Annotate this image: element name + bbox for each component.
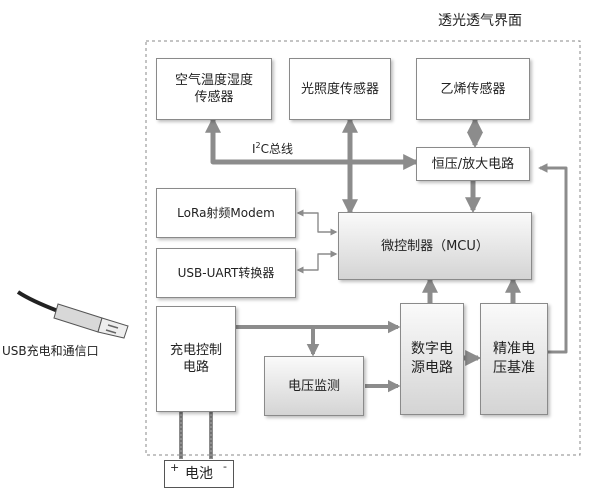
voltage-monitor-box: 电压监测: [264, 356, 364, 416]
i2c-text: C总线: [260, 142, 294, 156]
usb-uart-label: USB-UART转换器: [177, 265, 275, 280]
i2c-bus-label: I2C总线: [252, 140, 293, 157]
amplifier-label: 恒压/放大电路: [431, 156, 515, 172]
precision-ref-line1: 精准电: [493, 341, 535, 357]
digital-power-line1: 数字电: [411, 341, 453, 357]
ethylene-sensor-label: 乙烯传感器: [440, 81, 506, 97]
enclosure-frame: [145, 40, 581, 456]
precision-ref-line2: 压基准: [493, 360, 535, 376]
ref-to-amp-arrow: [538, 163, 568, 354]
i2c-bus-line: [204, 116, 420, 171]
usb-port-label: USB充电和通信口: [2, 344, 99, 358]
lora-label: LoRa射频Modem: [177, 205, 275, 220]
i2c-sup: 2: [255, 141, 261, 150]
light-sensor-label: 光照度传感器: [300, 81, 379, 97]
i2c-prefix: I: [252, 142, 256, 156]
usb-plug-icon: [16, 290, 129, 339]
usb-uart-box: USB-UART转换器: [156, 248, 296, 298]
digital-power-box: 数字电 源电路: [400, 303, 464, 415]
digital-power-line2: 源电路: [411, 360, 453, 376]
lora-modem-box: LoRa射频Modem: [156, 188, 296, 238]
enclosure-title: 透光透气界面: [438, 13, 522, 29]
temp-humidity-sensor-box: 空气温度湿度 传感器: [156, 58, 272, 120]
mcu-label: 微控制器（MCU）: [381, 238, 489, 254]
uart-mcu-arrow: [296, 250, 338, 274]
battery-label: 电池: [185, 465, 213, 482]
temp-humidity-line1: 空气温度湿度: [174, 73, 253, 88]
precision-ref-box: 精准电 压基准: [480, 303, 548, 415]
charge-control-line1: 充电控制: [169, 343, 222, 358]
lora-mcu-arrow: [296, 209, 338, 236]
charge-control-line2: 电路: [182, 360, 209, 375]
amplifier-circuit-box: 恒压/放大电路: [416, 147, 530, 181]
voltage-monitor-label: 电压监测: [287, 378, 340, 394]
battery-minus: -: [223, 460, 227, 473]
charge-control-box: 充电控制 电路: [156, 306, 236, 412]
temp-humidity-line2: 传感器: [194, 90, 234, 105]
light-sensor-box: 光照度传感器: [289, 58, 391, 120]
battery-plus: +: [170, 461, 180, 474]
ethylene-sensor-box: 乙烯传感器: [416, 58, 530, 120]
mcu-box: 微控制器（MCU）: [338, 212, 532, 280]
battery-box: + 电池 -: [164, 460, 234, 488]
